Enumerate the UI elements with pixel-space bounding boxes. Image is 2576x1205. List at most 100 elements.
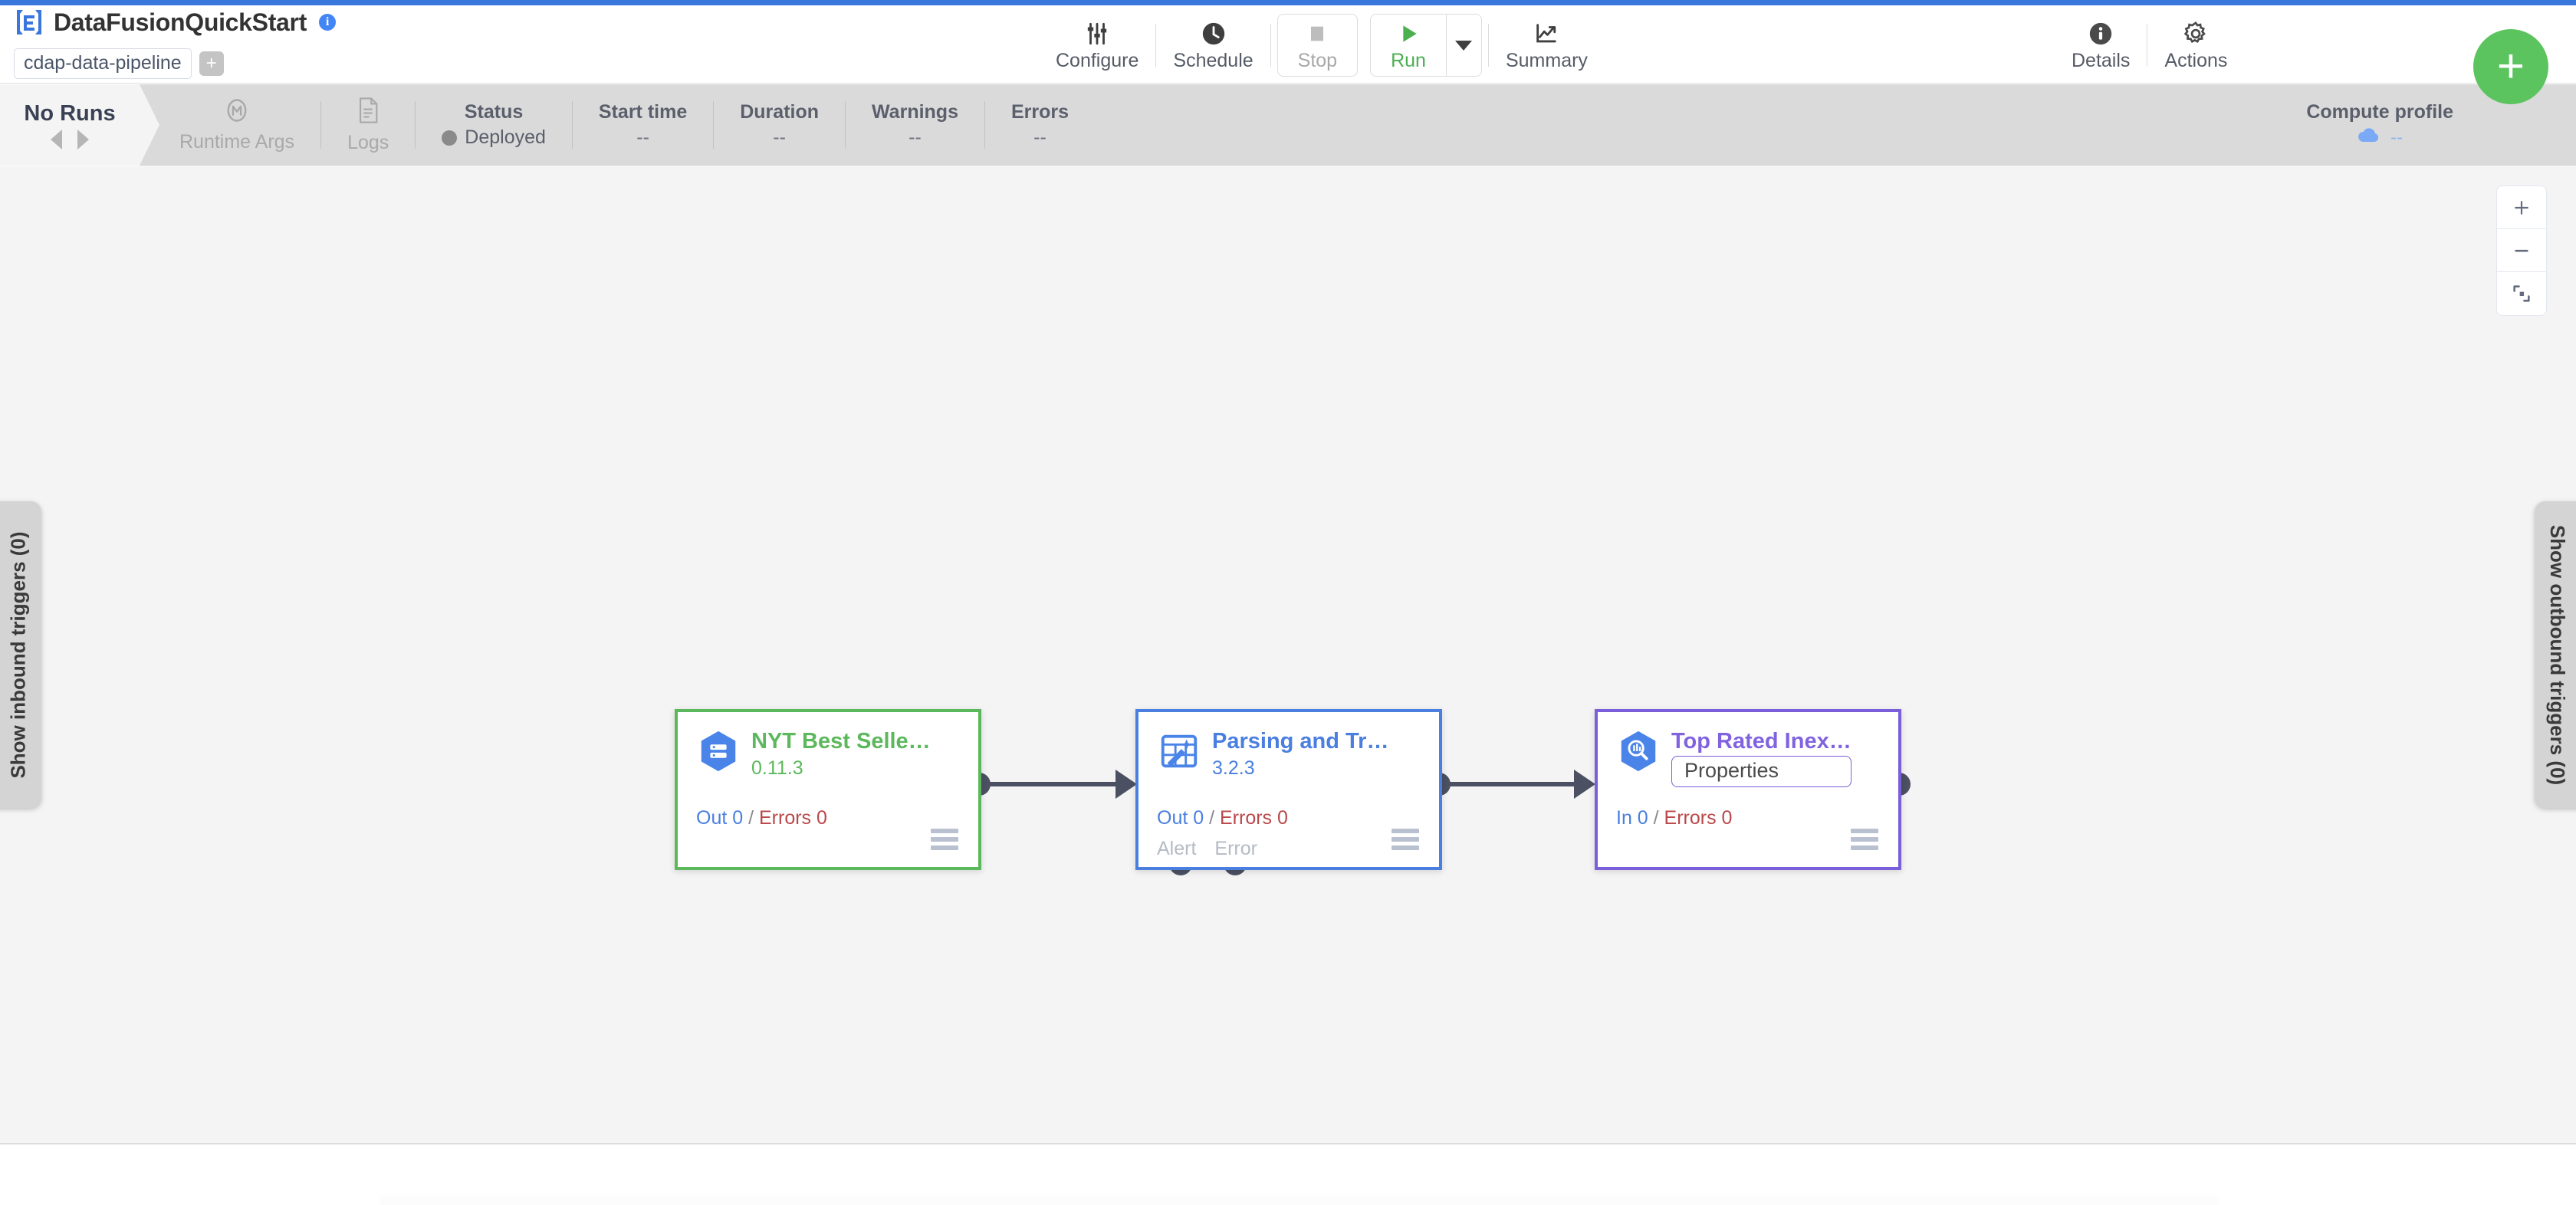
line-chart-icon — [1533, 19, 1559, 48]
no-runs-tab: No Runs — [0, 84, 159, 166]
properties-button[interactable]: Properties — [1671, 756, 1852, 788]
duration-value: -- — [773, 126, 786, 148]
transform-node-titles: Parsing and Tr… 3.2.3 — [1212, 729, 1388, 782]
transform-node-menu-button[interactable] — [1392, 829, 1419, 850]
status-label: Status — [464, 101, 524, 123]
transform-out-count: Out 0 — [1157, 807, 1204, 829]
outbound-triggers-tab[interactable]: Show outbound triggers (0) — [2535, 501, 2576, 808]
source-node[interactable]: NYT Best Selle… 0.11.3 Out 0 / Errors 0 — [675, 709, 981, 870]
transform-error-count: Errors 0 — [1220, 807, 1288, 829]
zoom-controls — [2496, 186, 2547, 316]
runtime-args-button[interactable]: Runtime Args — [153, 84, 320, 166]
warnings-cell: Warnings -- — [846, 84, 984, 166]
actions-label: Actions — [2164, 49, 2228, 71]
details-button[interactable]: Details — [2055, 8, 2147, 82]
status-dot-icon — [442, 130, 458, 146]
brand-area: DataFusionQuickStart i — [14, 7, 337, 38]
details-label: Details — [2072, 49, 2131, 71]
run-button[interactable]: Run — [1371, 15, 1446, 76]
runtime-args-label: Runtime Args — [179, 131, 295, 153]
errors-value: -- — [1033, 126, 1046, 148]
add-plugin-fab[interactable]: + — [2473, 29, 2548, 104]
info-circle-icon — [2088, 19, 2114, 48]
compute-profile-cell[interactable]: Compute profile -- — [2306, 84, 2453, 166]
source-out-count: Out 0 — [696, 807, 744, 829]
stop-button[interactable]: Stop — [1278, 15, 1357, 76]
toolbar-divider — [1487, 24, 1489, 67]
summary-button[interactable]: Summary — [1489, 8, 1605, 82]
transform-node-title: Parsing and Tr… — [1212, 729, 1389, 754]
bigquery-sink-icon — [1616, 729, 1661, 777]
macro-m-icon — [223, 97, 251, 128]
status-badge: Deployed — [442, 126, 546, 149]
source-node-menu-button[interactable] — [931, 829, 958, 850]
logs-label: Logs — [347, 132, 389, 153]
no-runs-label: No Runs — [24, 100, 116, 126]
stop-button-box[interactable]: Stop — [1276, 14, 1359, 77]
pipeline-canvas[interactable]: Show inbound triggers (0) Show outbound … — [0, 166, 2576, 1144]
warnings-value: -- — [909, 126, 922, 148]
schedule-button[interactable]: Schedule — [1156, 8, 1270, 82]
duration-cell: Duration -- — [714, 84, 845, 166]
source-node-metrics: Out 0 / Errors 0 — [696, 807, 827, 829]
inbound-triggers-tab[interactable]: Show inbound triggers (0) — [0, 501, 41, 808]
alert-port-label[interactable]: Alert — [1157, 838, 1197, 859]
arrow-head-icon — [1574, 770, 1595, 799]
runbar-divider — [845, 101, 846, 149]
zoom-in-button[interactable] — [2497, 186, 2546, 229]
connector-transform-to-sink — [1444, 782, 1582, 786]
chevron-down-icon — [1455, 40, 1473, 51]
gear-icon — [2182, 19, 2210, 48]
secondary-toolbar: Details Actions — [2055, 8, 2244, 82]
run-info-bar: No Runs Runtime Args — [0, 84, 2576, 166]
actions-button[interactable]: Actions — [2147, 8, 2244, 82]
info-icon[interactable]: i — [319, 14, 337, 31]
source-node-header: NYT Best Selle… 0.11.3 — [678, 712, 978, 782]
play-triangle-icon — [1396, 19, 1421, 48]
clock-icon — [1201, 19, 1227, 48]
sink-node[interactable]: Top Rated Inex… Properties In 0 / Errors… — [1595, 709, 1901, 870]
errors-label: Errors — [1010, 101, 1070, 123]
bigquery-source-icon — [696, 729, 741, 777]
status-value: Deployed — [465, 126, 546, 148]
app-header: DataFusionQuickStart i cdap-data-pipelin… — [0, 5, 2576, 84]
pipeline-type-row: cdap-data-pipeline + — [14, 48, 224, 79]
runbar-divider — [320, 101, 322, 149]
runbar-divider — [571, 101, 573, 149]
error-port-label[interactable]: Error — [1214, 838, 1257, 859]
sink-error-count: Errors 0 — [1664, 807, 1733, 829]
configure-button[interactable]: Configure — [1039, 8, 1155, 82]
stop-square-icon — [1305, 19, 1329, 48]
triangle-left-icon[interactable] — [51, 129, 62, 149]
run-menu-button[interactable] — [1445, 15, 1481, 76]
run-button-box[interactable]: Run — [1370, 14, 1482, 77]
logs-button[interactable]: Logs — [321, 84, 415, 166]
page-title: DataFusionQuickStart — [54, 8, 307, 36]
start-time-cell: Start time -- — [573, 84, 713, 166]
primary-toolbar: Configure Schedule Stop — [1039, 8, 1605, 82]
compute-profile-value-row: -- — [2357, 126, 2403, 149]
warnings-label: Warnings — [872, 101, 958, 123]
source-node-titles: NYT Best Selle… 0.11.3 — [751, 729, 931, 782]
arrow-head-icon — [1116, 770, 1137, 799]
triangle-right-icon[interactable] — [77, 129, 89, 149]
runbar-divider — [984, 101, 985, 149]
pipeline-type-chip[interactable]: cdap-data-pipeline — [14, 48, 192, 79]
sink-in-count: In 0 — [1616, 807, 1648, 829]
sink-node-title: Top Rated Inex… — [1671, 729, 1852, 754]
add-tag-button[interactable]: + — [199, 51, 224, 76]
wrangler-transform-icon — [1157, 729, 1201, 777]
run-label: Run — [1391, 49, 1426, 71]
zoom-out-button[interactable] — [2497, 229, 2546, 272]
transform-node[interactable]: Parsing and Tr… 3.2.3 Out 0 / Errors 0 A… — [1135, 709, 1442, 870]
status-cell: Status Deployed — [416, 84, 572, 166]
source-node-version: 0.11.3 — [751, 757, 803, 780]
fit-screen-button[interactable] — [2497, 272, 2546, 315]
errors-cell: Errors -- — [985, 84, 1095, 166]
cdap-logo-icon — [14, 7, 44, 38]
transform-node-port-labels: Alert Error — [1157, 838, 1257, 860]
transform-node-metrics: Out 0 / Errors 0 — [1157, 807, 1288, 829]
outbound-triggers-label: Show outbound triggers (0) — [2546, 524, 2570, 785]
sink-node-menu-button[interactable] — [1851, 829, 1878, 850]
